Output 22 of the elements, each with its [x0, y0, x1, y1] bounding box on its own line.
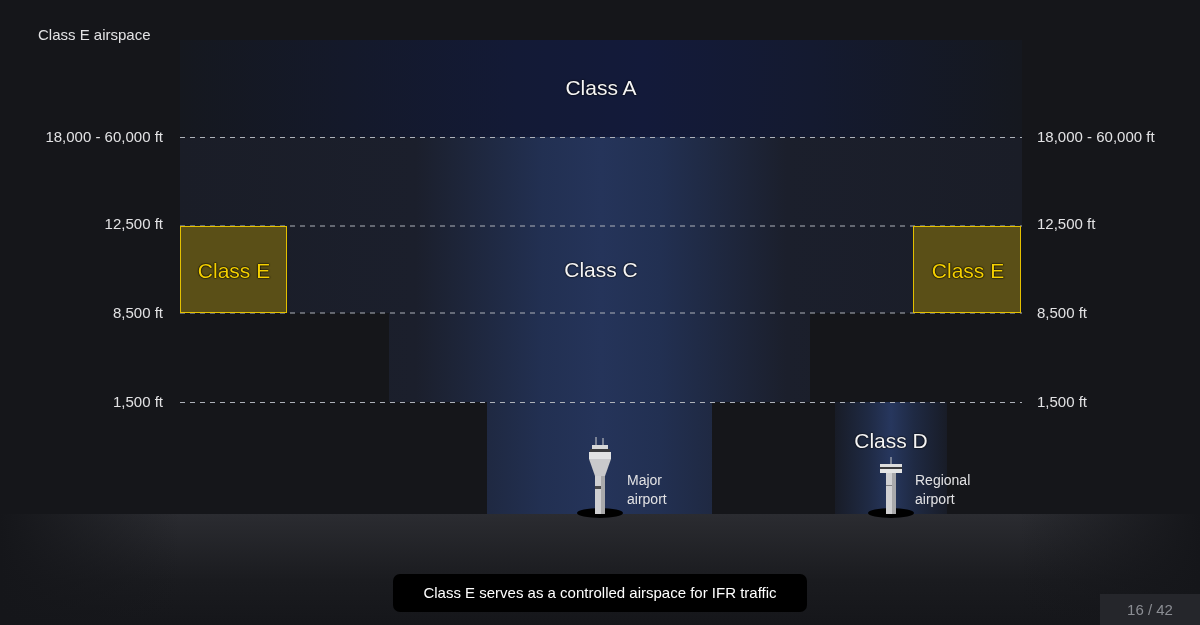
airport-label: Regional airport: [915, 471, 972, 509]
caption: Class E serves as a controlled airspace for IFR traffic: [393, 574, 807, 612]
zone-label: Class E: [197, 259, 271, 283]
airspace-zone: [180, 137, 1022, 514]
zone-label: Class E: [931, 259, 1005, 283]
page-number: 16 / 42: [1100, 594, 1200, 625]
zone-label: Class D: [854, 429, 928, 453]
zone-label: Class C: [564, 258, 638, 282]
title: Class E airspace: [38, 26, 151, 44]
altitude-label: 8,500 ft: [112, 304, 163, 322]
altitude-label: 8,500 ft: [1037, 304, 1088, 322]
zone-label: Class A: [565, 76, 637, 100]
airspace-block: [180, 226, 287, 313]
airspace-band: [180, 40, 1022, 137]
altitude-label: 18,000 - 60,000 ft: [45, 128, 163, 146]
airport-label: Major airport: [627, 471, 668, 509]
altitude-label: 12,500 ft: [104, 215, 163, 233]
altitude-label: 12,500 ft: [1037, 215, 1096, 233]
altitude-label: 1,500 ft: [1037, 393, 1088, 411]
altitude-label: 18,000 - 60,000 ft: [1037, 128, 1155, 146]
airspace-block: [913, 226, 1021, 313]
altitude-label: 1,500 ft: [112, 393, 163, 411]
